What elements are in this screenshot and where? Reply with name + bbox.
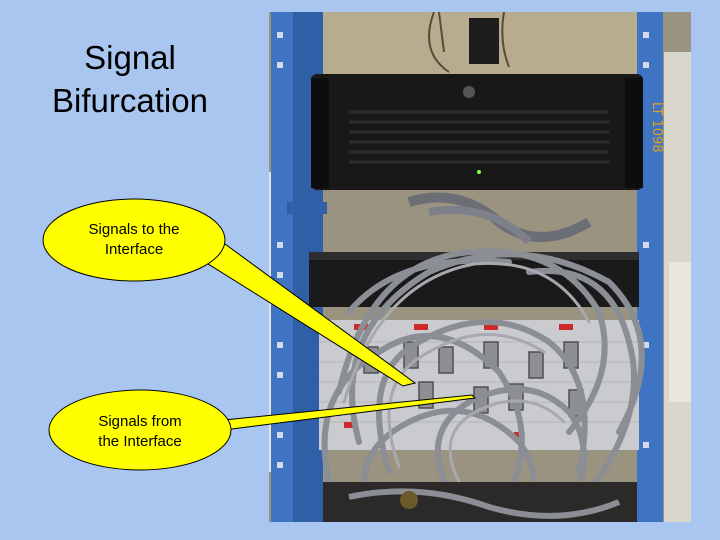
callout-text-signals-to: Signals to the Interface bbox=[48, 220, 220, 260]
callout-1-line-1: Signals to the bbox=[88, 221, 180, 238]
slide-title: Signal Bifurcation bbox=[30, 36, 230, 122]
title-line-2: Bifurcation bbox=[52, 82, 208, 119]
title-line-1: Signal bbox=[84, 39, 176, 76]
svg-text:LT 1098: LT 1098 bbox=[649, 102, 664, 153]
callout-2-line-1: Signals from bbox=[98, 413, 182, 430]
callout-text-signals-from: Signals from the Interface bbox=[54, 412, 226, 452]
callout-2-line-2: the Interface bbox=[98, 433, 182, 450]
callout-1-line-2: Interface bbox=[104, 241, 164, 258]
rack-photo: LT 1098 bbox=[269, 12, 691, 522]
